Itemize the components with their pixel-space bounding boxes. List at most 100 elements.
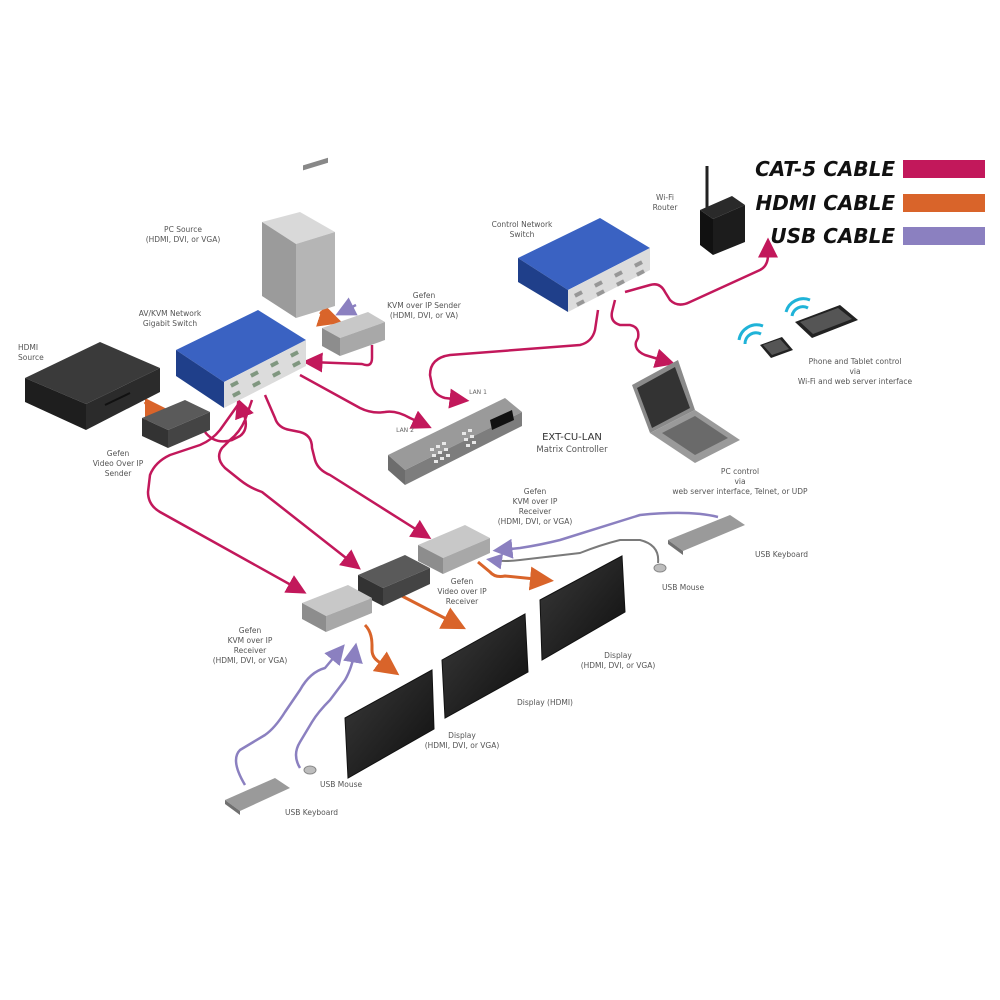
ext-cu-lan-matrix-controller	[388, 398, 522, 485]
usb-keyboard-left-label: USB Keyboard	[285, 808, 338, 817]
legend-swatch-cat5	[903, 160, 985, 178]
lan1-label: LAN 1	[469, 389, 487, 396]
svg-text:PC control: PC control	[721, 467, 759, 476]
kvm-receiver-right-label: Gefen KVM over IP Receiver (HDMI, DVI, o…	[498, 487, 573, 526]
cat5-switch-to-kvm-receiver-left	[146, 401, 307, 594]
usb-keyboard-right-label: USB Keyboard	[755, 550, 808, 559]
legend-swatch-hdmi	[903, 194, 985, 212]
svg-text:Display: Display	[604, 651, 632, 660]
kvm-over-ip-sender	[322, 312, 385, 356]
svg-text:Gefen: Gefen	[524, 487, 547, 496]
hdmi-video-receiver-to-display	[399, 593, 466, 630]
av-kvm-network-switch	[176, 310, 306, 408]
av-switch-label: AV/KVM Network Gigabit Switch	[139, 309, 202, 328]
usb-mouse-left-to-receiver	[294, 642, 363, 769]
svg-text:Receiver: Receiver	[519, 507, 552, 516]
hdmi-kvm-receiver-right-to-display	[477, 560, 554, 591]
hdmi-kvm-receiver-left-to-display	[363, 623, 400, 676]
display-left	[344, 669, 435, 779]
svg-text:(HDMI, DVI, or VA): (HDMI, DVI, or VA)	[390, 311, 458, 320]
display-right	[539, 555, 626, 661]
usb-mouse-right	[653, 563, 667, 573]
control-network-switch	[518, 218, 650, 312]
usb-kvm-sender-to-pc	[335, 297, 358, 316]
svg-text:(HDMI, DVI, or VGA): (HDMI, DVI, or VGA)	[581, 661, 656, 670]
svg-text:via: via	[734, 477, 745, 486]
svg-text:web server interface, Telnet,: web server interface, Telnet, or UDP	[672, 487, 808, 496]
svg-text:(HDMI, DVI, or VGA): (HDMI, DVI, or VGA)	[498, 517, 573, 526]
hdmi-pc-to-kvm-sender	[315, 303, 343, 327]
svg-text:Sender: Sender	[105, 469, 133, 478]
cat5-control-switch-to-laptop	[610, 299, 676, 368]
legend: CAT-5 CABLE HDMI CABLE USB CABLE	[755, 157, 985, 248]
pc-control-label: PC control via web server interface, Tel…	[672, 467, 808, 496]
legend-item-hdmi: HDMI CABLE	[756, 191, 985, 215]
cat5-control-switch-to-lan1	[428, 309, 600, 409]
svg-text:Gefen: Gefen	[107, 449, 130, 458]
wifi-router	[700, 166, 745, 255]
display-middle	[441, 613, 529, 719]
display-left-label: Display (HDMI, DVI, or VGA)	[425, 731, 500, 750]
wifi-signal-icon	[737, 297, 811, 345]
usb-mouse-right-label: USB Mouse	[662, 583, 705, 592]
cat5-switch-to-video-receiver	[217, 399, 361, 570]
wifi-router-label: Wi-Fi Router	[653, 193, 679, 212]
svg-text:KVM over IP: KVM over IP	[228, 636, 273, 645]
svg-text:Gigabit Switch: Gigabit Switch	[143, 319, 197, 328]
svg-text:(HDMI, DVI, or VGA): (HDMI, DVI, or VGA)	[213, 656, 288, 665]
svg-text:Gefen: Gefen	[413, 291, 436, 300]
usb-mouse-left	[303, 765, 317, 775]
display-right-label: Display (HDMI, DVI, or VGA)	[581, 651, 656, 670]
svg-text:Switch: Switch	[510, 230, 535, 239]
pc-source-label: PC Source (HDMI, DVI, or VGA)	[146, 225, 221, 244]
phone-device	[760, 337, 793, 358]
usb-keyboard-left	[225, 778, 290, 815]
cat5-switch-to-lan2	[299, 373, 432, 429]
svg-text:Video over IP: Video over IP	[437, 587, 487, 596]
cat5-switch-to-kvm-receiver-right	[263, 394, 432, 540]
usb-mouse-left-label: USB Mouse	[320, 780, 363, 789]
legend-item-usb: USB CABLE	[770, 224, 985, 248]
legend-swatch-usb	[903, 227, 985, 245]
svg-text:PC Source: PC Source	[164, 225, 202, 234]
legend-item-cat5: CAT-5 CABLE	[755, 157, 985, 181]
usb-keyboard-right	[668, 515, 745, 555]
matrix-controller-label: EXT-CU-LAN Matrix Controller	[536, 432, 608, 455]
usb-cables	[234, 297, 719, 786]
hdmi-source-to-video-sender	[143, 397, 169, 422]
cat5-cables	[146, 237, 778, 594]
svg-text:via: via	[849, 367, 860, 376]
svg-text:KVM over IP Sender: KVM over IP Sender	[387, 301, 462, 310]
usb-keyboard-left-to-receiver	[234, 644, 345, 786]
control-switch-label: Control Network Switch	[492, 220, 553, 239]
svg-text:Receiver: Receiver	[446, 597, 479, 606]
svg-text:Wi-Fi: Wi-Fi	[656, 193, 674, 202]
lan2-label: LAN 2	[396, 427, 414, 434]
tablet-device	[795, 305, 858, 338]
video-over-ip-sender	[142, 400, 210, 448]
kvm-sender-label: Gefen KVM over IP Sender (HDMI, DVI, or …	[387, 291, 462, 320]
legend-label-cat5: CAT-5 CABLE	[755, 157, 895, 181]
phone-tablet-label: Phone and Tablet control via Wi-Fi and w…	[798, 357, 913, 386]
cat5-control-switch-to-router	[624, 237, 778, 306]
hdmi-source-label: HDMI Source	[18, 343, 44, 362]
svg-text:Source: Source	[18, 353, 44, 362]
kvm-receiver-left-label: Gefen KVM over IP Receiver (HDMI, DVI, o…	[213, 626, 288, 665]
svg-text:HDMI: HDMI	[18, 343, 38, 352]
svg-text:Phone and Tablet control: Phone and Tablet control	[809, 357, 902, 366]
svg-text:Control Network: Control Network	[492, 220, 553, 229]
svg-text:Gefen: Gefen	[451, 577, 474, 586]
display-middle-label: Display (HDMI)	[517, 698, 573, 707]
svg-text:Display: Display	[448, 731, 476, 740]
svg-text:AV/KVM Network: AV/KVM Network	[139, 309, 202, 318]
svg-text:Matrix Controller: Matrix Controller	[536, 445, 608, 455]
usb-keyboard-right-to-receiver	[492, 511, 719, 559]
svg-text:Video Over IP: Video Over IP	[93, 459, 144, 468]
legend-label-usb: USB CABLE	[770, 224, 895, 248]
video-over-ip-receiver	[358, 555, 430, 606]
usb-mouse-right-to-receiver	[486, 539, 660, 570]
cat5-kvm-sender-to-switch	[302, 345, 374, 373]
kvm-over-ip-receiver-left	[302, 585, 372, 632]
laptop	[632, 360, 740, 463]
